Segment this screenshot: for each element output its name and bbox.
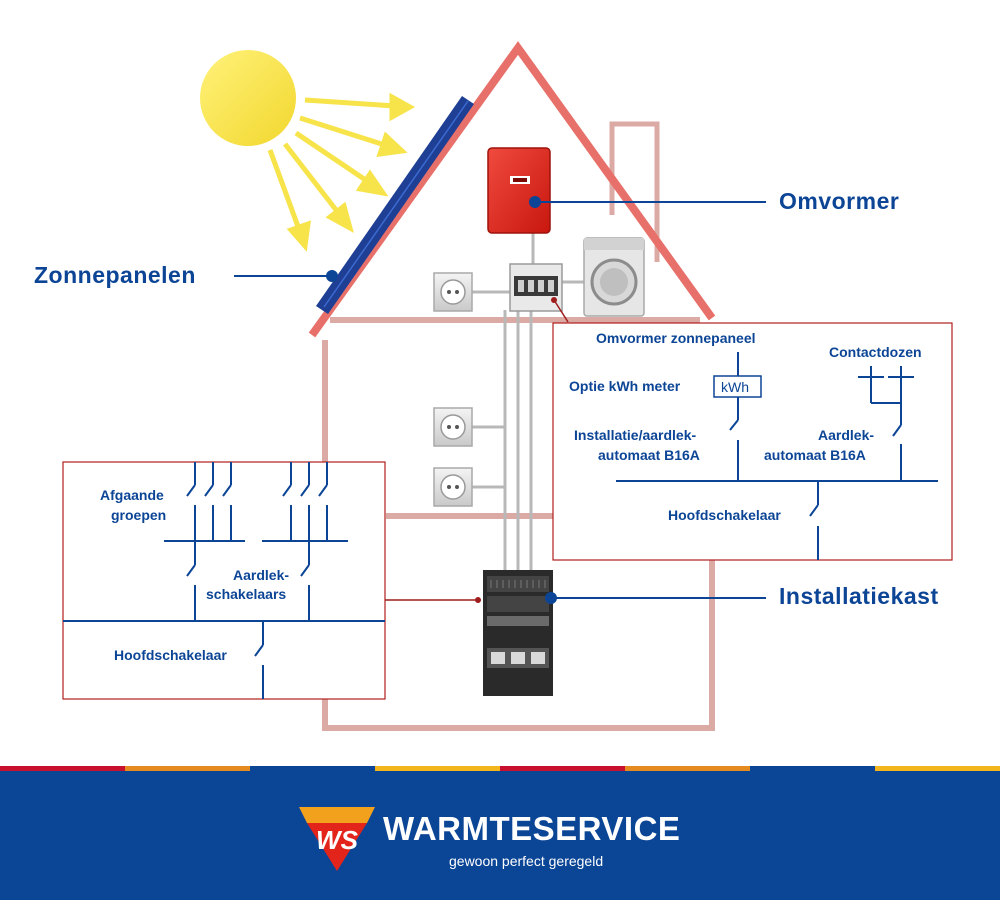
label-omvormer: Omvormer xyxy=(779,188,899,214)
footer-banner xyxy=(0,766,1000,900)
right-omvormer-zonnepaneel: Omvormer zonnepaneel xyxy=(596,330,756,346)
sun xyxy=(200,50,416,252)
kwh-box-label: kWh xyxy=(721,379,749,395)
right-wiring xyxy=(616,352,938,560)
right-aardlek-line2: automaat B16A xyxy=(764,447,866,463)
chimney xyxy=(609,121,660,262)
roof xyxy=(308,41,716,338)
footer-stripe xyxy=(375,766,500,771)
washing-machine xyxy=(583,237,645,317)
right-installatie-line2: automaat B16A xyxy=(598,447,700,463)
wall-socket xyxy=(433,467,473,507)
left-aardlek-line2: schakelaars xyxy=(206,586,286,602)
right-schematic-panel: Omvormer zonnepaneel Optie kWh meter kWh… xyxy=(552,322,953,561)
left-aardlek-line1: Aardlek- xyxy=(233,567,289,583)
brand-tagline: gewoon perfect geregeld xyxy=(449,853,604,869)
right-optie-kwh-meter: Optie kWh meter xyxy=(569,378,681,394)
right-hoofdschakelaar: Hoofdschakelaar xyxy=(668,507,781,523)
left-hoofdschakelaar: Hoofdschakelaar xyxy=(114,647,227,663)
callout-leaders xyxy=(234,196,766,604)
footer-stripe xyxy=(500,766,625,771)
label-zonnepanelen: Zonnepanelen xyxy=(34,262,196,288)
left-afgaande-line1: Afgaande xyxy=(100,487,164,503)
installation-cabinet xyxy=(483,570,553,696)
warmteservice-logo: WS xyxy=(299,807,375,871)
footer-stripe xyxy=(250,766,375,771)
footer-stripe xyxy=(875,766,1000,771)
inverter xyxy=(487,147,551,234)
wall-socket xyxy=(433,407,473,447)
logo-monogram: WS xyxy=(316,825,359,855)
right-aardlek-line1: Aardlek- xyxy=(818,427,874,443)
meter-box xyxy=(509,263,563,312)
right-installatie-line1: Installatie/aardlek- xyxy=(574,427,697,443)
left-schematic-panel: Afgaande groepen Aardlek- schakelaars Ho… xyxy=(62,461,386,700)
wall-socket xyxy=(433,272,473,312)
label-installatiekast: Installatiekast xyxy=(779,583,939,609)
left-afgaande-line2: groepen xyxy=(111,507,166,523)
footer-stripe xyxy=(0,766,125,771)
footer-stripe xyxy=(625,766,750,771)
brand-name: WARMTESERVICE xyxy=(383,810,681,847)
solar-panel xyxy=(316,96,474,314)
left-wiring xyxy=(63,462,385,699)
footer-stripe xyxy=(125,766,250,771)
right-contactdozen: Contactdozen xyxy=(829,344,922,360)
house-wiring xyxy=(472,232,584,572)
footer-stripe xyxy=(750,766,875,771)
